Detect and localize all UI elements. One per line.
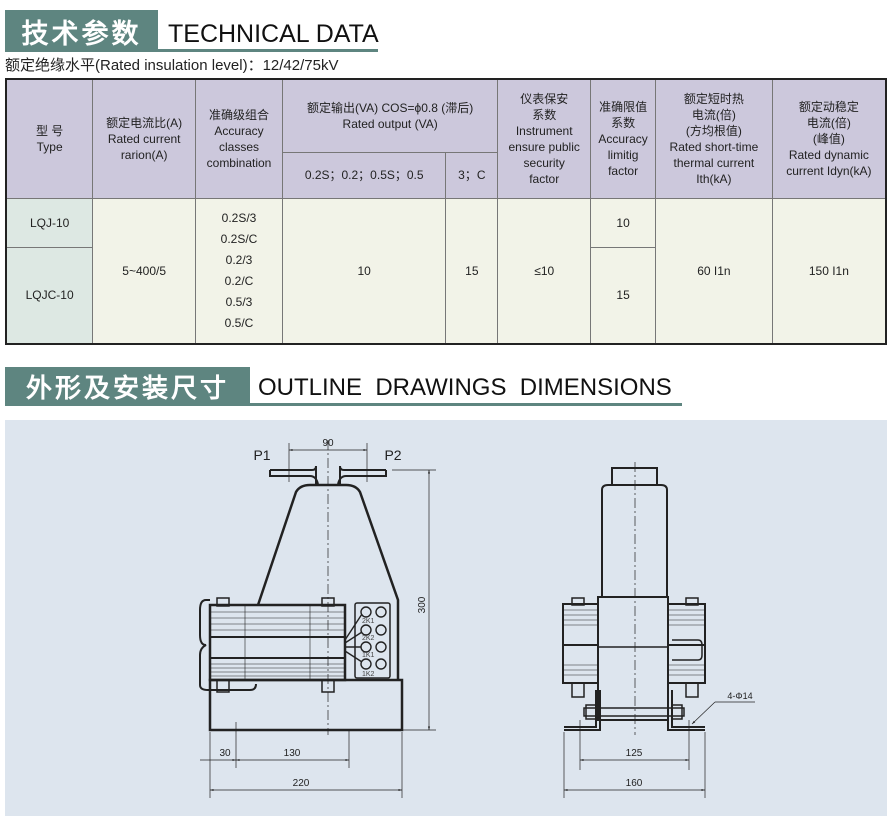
terminal-label: 2K2 (362, 635, 375, 642)
outline-drawing-area: 2K1 2K2 1K1 1K2 P1 P2 90 300 30 130 220 (5, 420, 887, 816)
terminal-label: 2K1 (362, 618, 375, 625)
section-underline (158, 49, 378, 52)
header-output-a: 0.2S；0.2；0.5S；0.5 (281, 151, 447, 199)
dim-220: 220 (293, 778, 310, 789)
insulation-level: 额定绝缘水平(Rated insulation level)：12/42/75k… (5, 57, 339, 74)
terminal-label: 1K1 (362, 652, 375, 659)
dim-130: 130 (284, 748, 301, 759)
section-title-en: OUTLINE DRAWINGS DIMENSIONS (258, 374, 672, 401)
dim-90: 90 (322, 438, 334, 449)
holes-label: 4-Φ14 (727, 691, 752, 701)
section-underline (250, 403, 682, 406)
limit-cell: 10 (590, 197, 657, 248)
dim-30: 30 (219, 748, 231, 759)
dim-300: 300 (417, 596, 428, 613)
output-a-cell: 10 (281, 197, 447, 345)
dim-160: 160 (626, 778, 643, 789)
dynamic-cell: 150 I1n (771, 197, 887, 345)
section-title-en: TECHNICAL DATA (168, 20, 379, 48)
section-title-cn: 外形及安装尺寸 (5, 367, 250, 406)
p2-label: P2 (384, 447, 401, 463)
output-b-cell: 15 (445, 197, 499, 345)
header-output-b: 3；C (445, 151, 499, 199)
side-view: 125 160 4-Φ14 (562, 462, 755, 798)
dim-125: 125 (626, 748, 643, 759)
terminal-label: 1K2 (362, 671, 375, 678)
thermal-cell: 60 I1n (655, 197, 773, 345)
security-cell: ≤10 (497, 197, 592, 345)
outline-drawing: 2K1 2K2 1K1 1K2 P1 P2 90 300 30 130 220 (199, 438, 755, 798)
p1-label: P1 (253, 447, 270, 463)
type-cell: LQJC-10 (5, 246, 94, 345)
front-view: 2K1 2K2 1K1 1K2 P1 P2 90 300 30 130 220 (199, 438, 436, 798)
type-cell: LQJ-10 (5, 197, 94, 248)
header-output: 额定输出(VA) COS=ϕ0.8 (滞后)Rated output (VA) (281, 78, 499, 153)
ratio-cell: 5~400/5 (92, 197, 197, 345)
section-title-cn: 技术参数 (5, 10, 158, 52)
limit-cell: 15 (590, 246, 657, 345)
